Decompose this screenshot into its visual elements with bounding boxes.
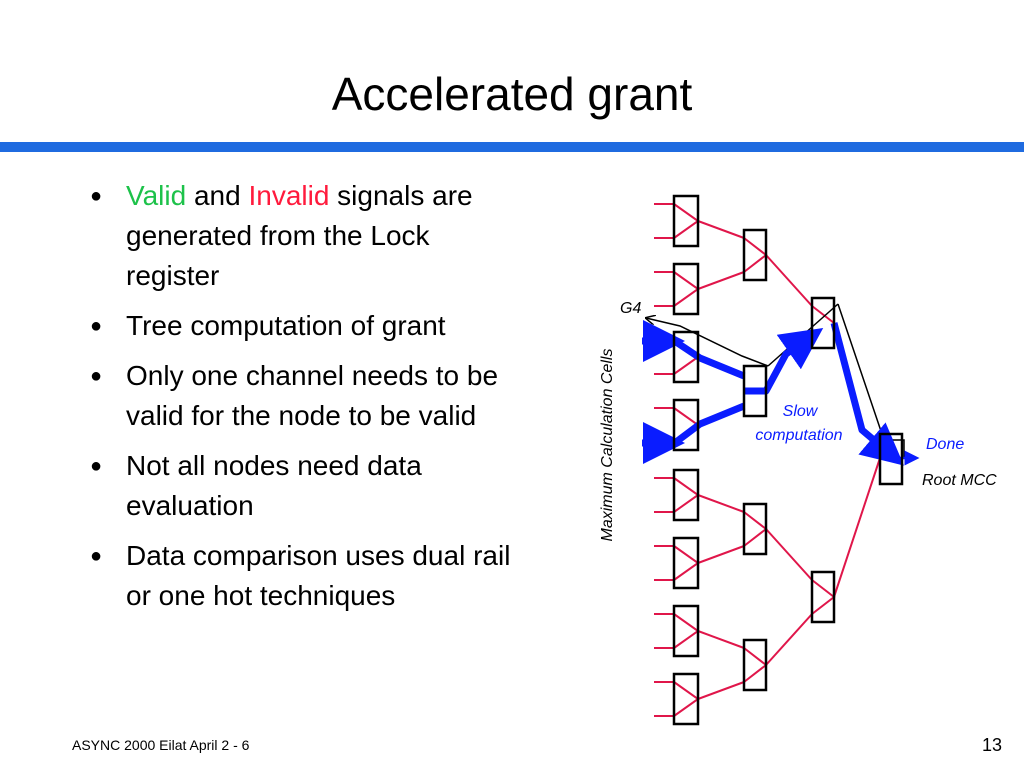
calculation-cells xyxy=(672,194,904,726)
bullet-item: Not all nodes need data evaluation xyxy=(90,446,530,526)
invalid-word: Invalid xyxy=(248,180,330,211)
bullet-item: Data comparison uses dual rail or one ho… xyxy=(90,536,530,616)
and-word: and xyxy=(186,180,249,211)
bullet-text: Not all nodes need data evaluation xyxy=(126,450,422,521)
page-number: 13 xyxy=(981,735,1002,755)
bullet-item: Tree computation of grant xyxy=(90,306,530,346)
valid-word: Valid xyxy=(126,180,187,211)
g4-label: G4 xyxy=(620,300,641,317)
bullet-item: Valid and Invalid signals are generated … xyxy=(90,176,530,296)
bullet-text: Data comparison uses dual rail or one ho… xyxy=(126,540,511,611)
bullet-text: Only one channel needs to be valid for t… xyxy=(126,360,499,431)
computation-label: computation xyxy=(755,427,842,444)
tree-connection-wires xyxy=(697,220,881,700)
done-label: Done xyxy=(926,436,964,453)
bullet-list: Valid and Invalid signals are generated … xyxy=(90,176,530,626)
leaf-input-wires xyxy=(654,203,674,717)
slow-label: Slow xyxy=(783,403,819,420)
bullet-text: Tree computation of grant xyxy=(126,310,446,341)
footer-text: ASYNC 2000 Eilat April 2 - 6 xyxy=(72,737,250,753)
bullet-item: Only one channel needs to be valid for t… xyxy=(90,356,530,436)
axis-label: Maximum Calculation Cells xyxy=(599,349,616,542)
title-divider xyxy=(0,142,1024,152)
bullet-text: signals are generated from the Lock regi… xyxy=(126,180,473,291)
slide-title: Accelerated grant xyxy=(331,68,693,120)
root-mcc-label: Root MCC xyxy=(922,472,997,489)
